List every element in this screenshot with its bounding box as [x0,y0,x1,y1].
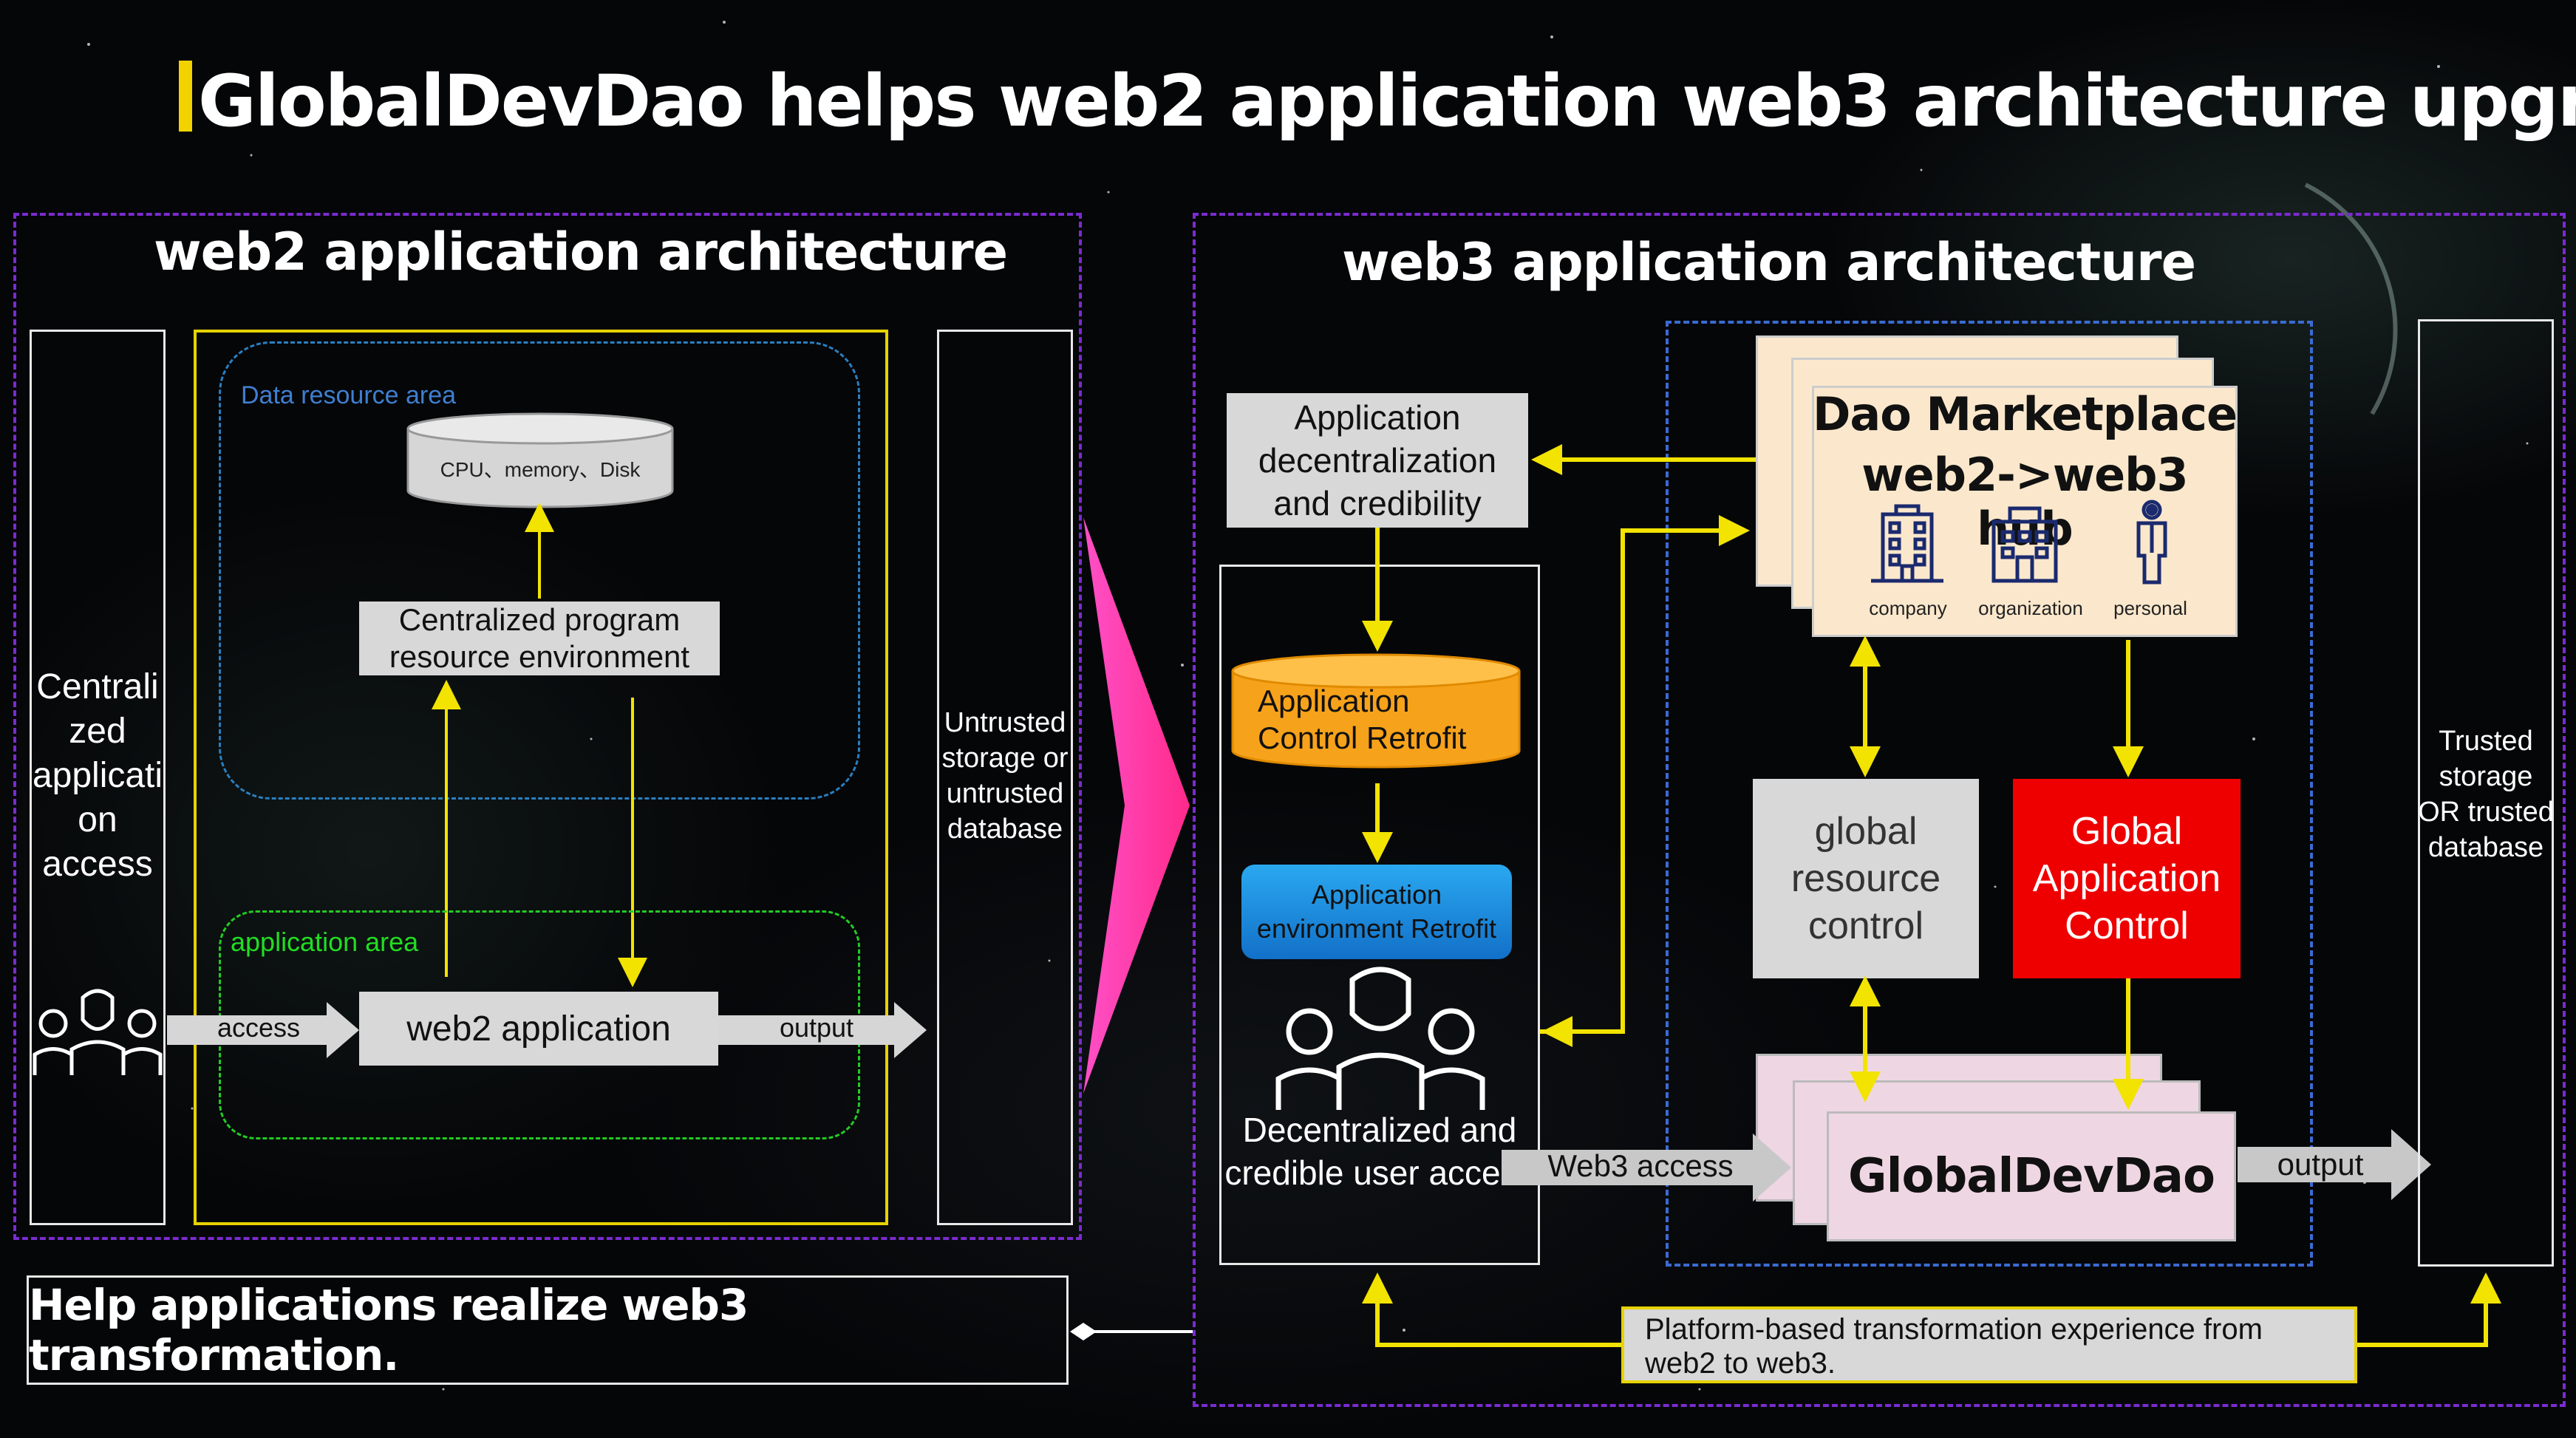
web2-architecture-frame [194,330,888,1225]
trusted-storage-column [2418,319,2554,1267]
control-retrofit-cylinder [1231,653,1521,769]
marketplace-card [1812,386,2238,637]
trusted-storage-label: Trusted storage OR trusted database [2418,726,2554,863]
env-retrofit-box: Application environment Retrofit [1241,865,1512,959]
web2-application-box: web2 application [359,992,718,1066]
bottom-banner: Help applications realize web3 transform… [27,1275,1069,1385]
global-resource-control-box: global resource control [1753,779,1979,978]
output-arrow [718,1002,927,1058]
web2-panel [13,213,1082,1240]
hub-item-organization: organization [1978,597,2083,619]
user-access-label: Decentralized and credible user access [1224,1111,1535,1192]
banner-connector [1070,1323,1194,1340]
centralized-access-label: Centrali zed applicati on access [32,667,163,884]
resources-label: CPU、memory、Disk [440,458,641,481]
globaldevdao-label: GlobalDevDao [1848,1149,2215,1204]
marketplace-title: Dao Marketplace [1812,387,2238,441]
data-resource-area-label: Data resource area [241,381,457,409]
dao-core-area [1666,321,2313,1267]
user-group-icon [33,989,163,1075]
web3-access-arrow [1502,1134,1791,1202]
untrusted-storage-label: Untrusted storage or untrusted database [941,707,1069,845]
user-group-icon [1275,967,1485,1110]
globaldevdao-card: GlobalDevDao [1827,1111,2236,1241]
centralized-access-column [30,330,166,1225]
control-retrofit-label: Application Control Retrofit [1258,684,1467,755]
output-label: output [779,1012,854,1043]
bottom-banner-text: Help applications realize web3 transform… [29,1280,749,1380]
global-app-control-box: Global Application Control [2013,779,2241,978]
hub-item-company: company [1869,597,1947,619]
web3-output-label: output [2277,1147,2364,1182]
platform-note: Platform-based transformation experience… [1621,1306,2357,1383]
data-resource-area [219,341,860,800]
hub-item-personal: personal [2113,597,2187,619]
web3-section-title: web3 application architecture [1342,232,2196,293]
title-accent-bar [179,61,192,132]
web2-section-title: web2 application architecture [154,222,1008,282]
web3-panel [1193,213,2566,1407]
access-arrow [167,1002,359,1058]
company-building-icon [1871,504,1943,583]
page-title: GlobalDevDao helps web2 application web3… [198,60,2576,143]
web2-arrows [432,502,647,987]
decentralization-box: Application decentralization and credibi… [1227,393,1528,528]
web3-output-arrow [2238,1129,2431,1200]
centralized-env-box: Centralized program resource environment [359,602,720,675]
access-label: access [217,1012,301,1043]
database-cylinder-icon [406,412,674,508]
organization-building-icon [1991,506,2058,583]
untrusted-storage-column [937,330,1073,1225]
transformation-arrow [1083,517,1190,1094]
application-area-label: application area [231,927,419,957]
web3-access-label: Web3 access [1547,1148,1734,1183]
person-icon [2136,500,2167,585]
